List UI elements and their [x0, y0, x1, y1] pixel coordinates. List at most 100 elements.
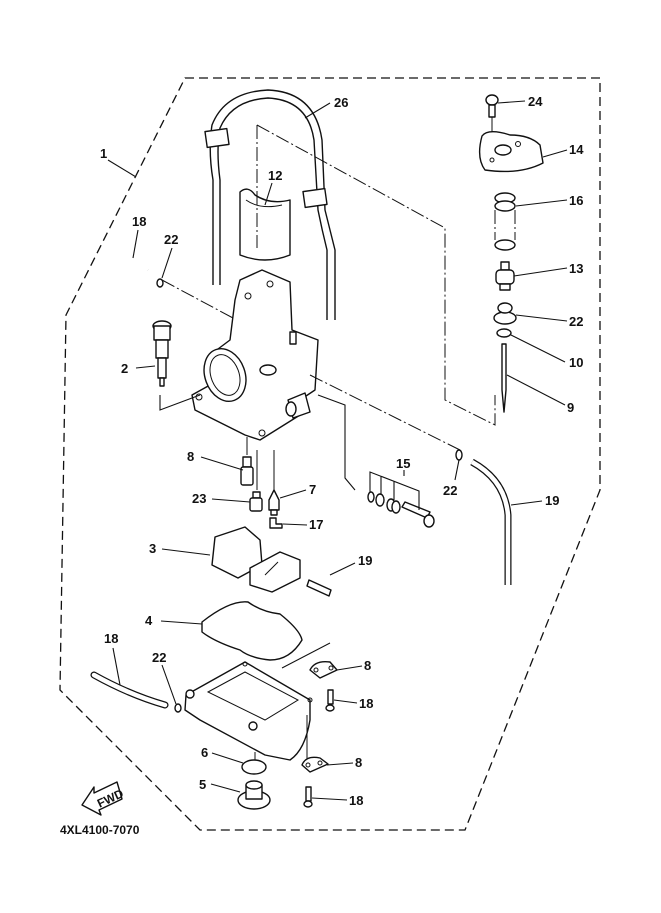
callout-4[interactable]: 4	[145, 613, 153, 628]
leader-19a	[132, 229, 139, 259]
callout-18a[interactable]: 18	[359, 696, 373, 711]
leader-21	[329, 562, 356, 576]
part-22-clip-lower[interactable]	[174, 703, 182, 713]
callout-10[interactable]: 9	[567, 400, 574, 415]
callout-19b[interactable]: 19	[545, 493, 559, 508]
callout-20[interactable]: 18	[104, 631, 118, 646]
assembly-axis-line	[161, 279, 234, 319]
leader-22b	[454, 459, 460, 481]
leader-17	[282, 523, 308, 526]
callout-22b[interactable]: 22	[443, 483, 457, 498]
part-16-spring[interactable]	[494, 192, 516, 251]
callout-26[interactable]: 26	[334, 95, 348, 110]
part-5-drain-plug[interactable]	[237, 780, 271, 810]
callout-16[interactable]: 16	[569, 193, 583, 208]
leader-22c	[161, 664, 177, 705]
leader-22a	[161, 247, 173, 279]
part-17-clip[interactable]	[269, 517, 283, 529]
callout-21[interactable]: 19	[358, 553, 372, 568]
leader-20	[112, 647, 121, 686]
callout-23[interactable]: 23	[192, 491, 206, 506]
callout-3[interactable]: 3	[149, 541, 156, 556]
leader-8a	[336, 665, 363, 671]
leader-26	[304, 102, 331, 119]
callout-12[interactable]: 12	[268, 168, 282, 183]
callout-22a[interactable]: 22	[164, 232, 178, 247]
leader-1	[107, 159, 137, 178]
part-15-pilot-screw-set[interactable]	[367, 491, 435, 528]
part-10-needle[interactable]	[501, 343, 507, 413]
part-23-jet[interactable]	[249, 491, 263, 512]
callout-2[interactable]: 2	[121, 361, 128, 376]
leader-18b	[311, 797, 348, 801]
leader-19b	[510, 500, 543, 506]
callout-11[interactable]: 10	[569, 355, 583, 370]
callout-13[interactable]: 13	[569, 261, 583, 276]
leader-4	[160, 620, 203, 625]
leader-16	[515, 199, 568, 207]
leader-3	[161, 548, 211, 556]
part-6-o-ring[interactable]	[241, 759, 267, 775]
part-9-jet[interactable]	[240, 456, 254, 486]
callout-5[interactable]: 5	[199, 777, 206, 792]
leader-24	[515, 314, 568, 322]
callout-17[interactable]: 17	[309, 517, 323, 532]
part-22-clip-right[interactable]	[455, 449, 463, 461]
part-19-hose-left-inner	[99, 256, 149, 358]
callout-9[interactable]: 8	[187, 449, 194, 464]
leader-13	[513, 267, 568, 277]
part-12-throttle-valve[interactable]	[239, 188, 291, 261]
callout-25[interactable]: 24	[528, 94, 543, 109]
callout-1[interactable]: 1	[100, 146, 107, 161]
callout-14[interactable]: 14	[569, 142, 584, 157]
part-20-hose-inner	[91, 672, 168, 708]
part-4-gasket[interactable]	[201, 601, 303, 661]
callout-8a[interactable]: 8	[364, 658, 371, 673]
part-19-hose-right-inner	[470, 460, 511, 585]
part-25-screw[interactable]	[485, 94, 499, 118]
leader-6	[211, 752, 244, 764]
leader-12	[264, 182, 273, 206]
callout-18b[interactable]: 18	[349, 793, 363, 808]
assembly-axis-line	[281, 642, 331, 669]
assembly-boundary	[59, 77, 601, 831]
callout-8b[interactable]: 8	[355, 755, 362, 770]
leader-7	[279, 489, 307, 499]
part-8-bracket-upper[interactable]	[309, 660, 338, 679]
leader-25	[497, 100, 526, 104]
assembly-axis-line	[256, 124, 496, 426]
part-11-clip[interactable]	[496, 328, 512, 338]
leader-14	[542, 149, 568, 158]
leader-23	[211, 498, 251, 503]
part-18-screw-upper[interactable]	[325, 689, 335, 712]
assembly-axis-line	[309, 374, 461, 451]
part-21-float-pin[interactable]	[306, 579, 332, 597]
drawing-code: 4XL4100-7070	[60, 823, 140, 837]
leader-10	[506, 374, 566, 406]
part-8-bracket-lower[interactable]	[301, 756, 329, 773]
leader-2	[135, 365, 156, 369]
part-2-starter-plunger[interactable]	[152, 320, 172, 387]
leader-11	[510, 334, 566, 363]
callout-19a[interactable]: 18	[132, 214, 146, 229]
part-19-hose-left[interactable]	[100, 257, 149, 358]
callout-7[interactable]: 7	[309, 482, 316, 497]
part-7-needle-valve[interactable]	[268, 489, 280, 516]
leader-9	[200, 456, 244, 471]
callout-22c[interactable]: 22	[152, 650, 166, 665]
assembly-axis-line	[317, 394, 356, 491]
part-18-screw-lower[interactable]	[303, 786, 313, 808]
callout-24[interactable]: 22	[569, 314, 583, 329]
part-24-seat[interactable]	[493, 302, 517, 325]
callout-6[interactable]: 6	[201, 745, 208, 760]
part-carburetor-body[interactable]	[191, 269, 319, 441]
part-13-needle-holder[interactable]	[495, 261, 515, 291]
part-19-hose-right[interactable]	[470, 458, 512, 585]
part-14-cap[interactable]	[478, 131, 544, 173]
fwd-direction-arrow-icon: FWD	[81, 781, 126, 816]
part-22-clip-upper[interactable]	[156, 278, 164, 288]
callout-15[interactable]: 15	[396, 456, 410, 471]
part-3-float[interactable]	[211, 526, 301, 593]
part-float-bowl[interactable]	[184, 661, 313, 761]
